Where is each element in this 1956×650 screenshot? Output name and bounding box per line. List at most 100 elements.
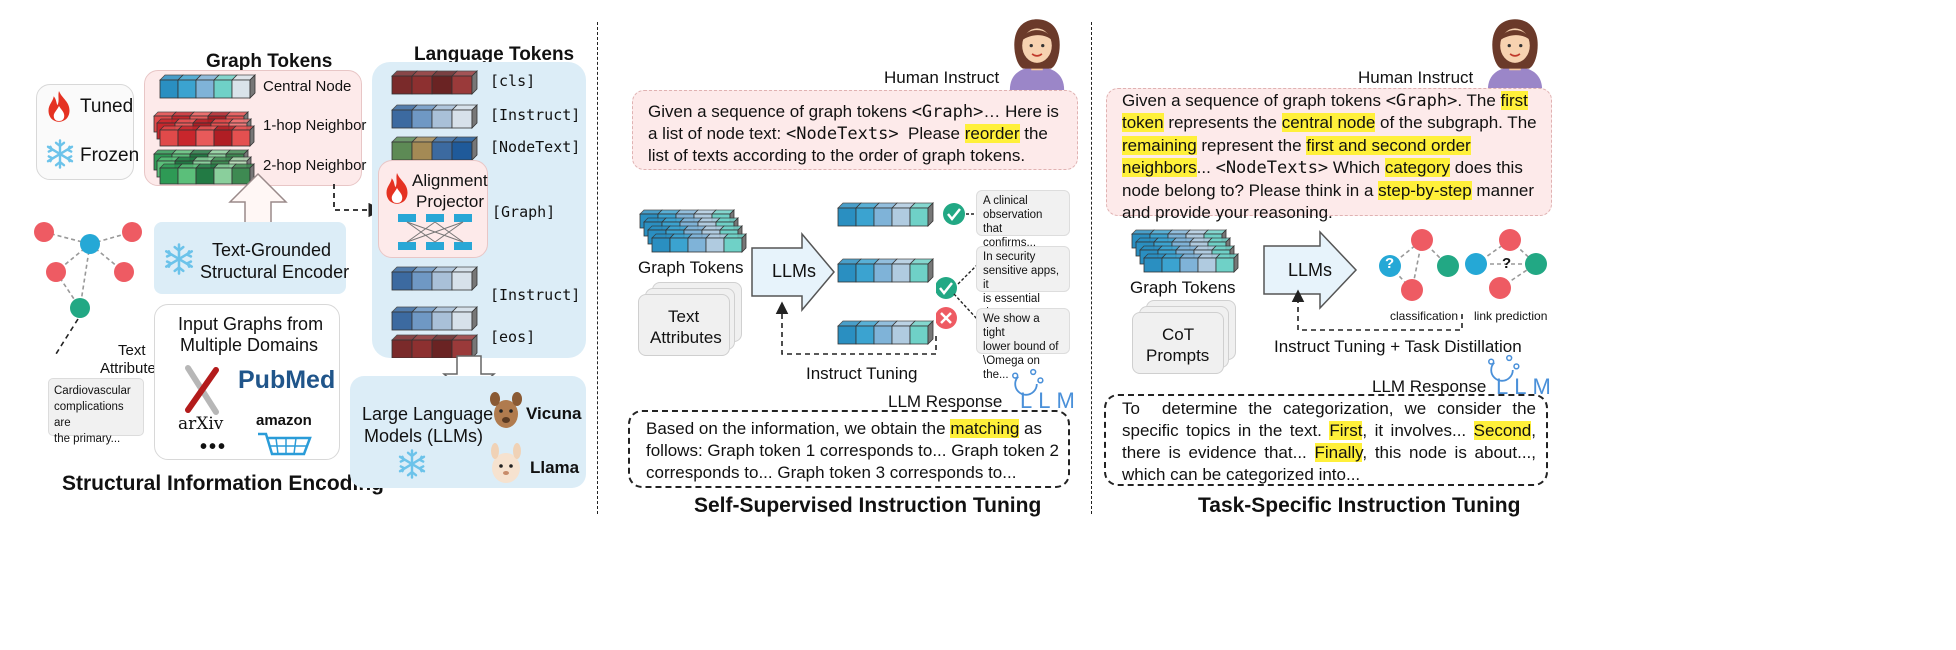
- s2-text-attr-box: [638, 294, 730, 356]
- section3-title: Task-Specific Instruction Tuning: [1198, 494, 1521, 517]
- s3-link-prediction-label: link prediction: [1474, 309, 1548, 323]
- central-node-label: Central Node: [263, 78, 352, 95]
- s3-link-question-mark: ?: [1502, 255, 1512, 272]
- language-token-row-5: [391, 334, 478, 358]
- human-avatar-icon: [1000, 14, 1074, 92]
- more-domains-ellipsis: •••: [200, 436, 228, 458]
- section2-title: Self-Supervised Instruction Tuning: [694, 494, 1042, 517]
- frozen-snowflake-icon: [44, 138, 76, 170]
- s3-tuning-label: Instruct Tuning + Task Distillation: [1274, 337, 1522, 356]
- s3-cot-prompts-box: [1132, 312, 1224, 374]
- token-instruct-2: [Instruct]: [490, 286, 581, 304]
- s2-text-attr-line2: Attributes: [650, 328, 722, 347]
- shopping-cart-icon: [258, 432, 312, 456]
- s2-graph-tokens-label: Graph Tokens: [638, 258, 744, 277]
- projector-label-line2: Projector: [416, 192, 485, 211]
- token-graph: [Graph]: [492, 203, 556, 221]
- s3-llm-response-label: LLM Response: [1372, 377, 1487, 396]
- s2-snippet-2-line1: In security: [983, 251, 1036, 263]
- llm-frozen-icon: [396, 448, 428, 480]
- llm-label-line1: Large Language: [362, 404, 494, 424]
- input-graphs-box: [154, 304, 340, 460]
- s2-text-attr-line1: Text: [668, 307, 700, 326]
- language-token-row-3: [391, 266, 478, 291]
- section-divider-1: [597, 22, 598, 514]
- s3-cot-line1: CoT: [1162, 325, 1195, 344]
- legend-frozen-label: Frozen: [80, 145, 140, 166]
- input-sample-graph: [34, 222, 142, 354]
- s2-snippet-3: We show a tight lower bound of \Omega on…: [976, 308, 1070, 381]
- s2-response-text: Based on the information, we obtain the …: [646, 419, 1059, 482]
- vicuna-logo-icon: [490, 392, 522, 428]
- s3-llms-arrow: [1263, 230, 1358, 310]
- s3-instruction-text: Given a sequence of graph tokens <Graph>…: [1122, 91, 1537, 223]
- text-attributes-label-line1: Text: [118, 342, 146, 359]
- s2-output-row-0: [837, 202, 934, 227]
- arxiv-label: arXiv: [178, 414, 224, 434]
- llm-label-line2: Models (LLMs): [364, 426, 484, 446]
- s2-grid-row-3: [651, 233, 747, 253]
- s3-classification-label: classification: [1390, 309, 1459, 323]
- encoder-label-line1: Text-Grounded: [212, 240, 332, 260]
- section-divider-2: [1091, 22, 1092, 514]
- s3-graph-tokens-label: Graph Tokens: [1130, 278, 1236, 297]
- s2-graph-token-grid: [639, 209, 747, 253]
- vicuna-label: Vicuna: [526, 404, 582, 423]
- llama-label: Llama: [530, 458, 580, 477]
- s2-snippet-2-line2: sensitive apps, it: [983, 265, 1060, 291]
- s2-snippet-1: A clinical observation that confirms...: [976, 190, 1070, 249]
- input-graphs-line1: Input Graphs from: [178, 314, 324, 334]
- hop1-neighbor-label: 1-hop Neighbor: [263, 117, 367, 134]
- section1-title: Structural Information Encoding: [62, 472, 385, 495]
- s3-classification-question-mark: ?: [1385, 255, 1395, 272]
- language-token-cubes: [391, 70, 478, 358]
- projector-network-icon: [398, 214, 472, 250]
- s2-llm-response-label: LLM Response: [888, 392, 1003, 411]
- sample-text-line2: complications are: [54, 401, 124, 429]
- s2-snippet-2: In security sensitive apps, it is essent…: [976, 246, 1070, 319]
- token-nodetext: [NodeText]: [490, 138, 581, 156]
- central-node-cubes: [159, 74, 256, 99]
- amazon-logo: amazon: [256, 412, 312, 429]
- s2-output-cubes: [837, 202, 934, 345]
- hop2-neighbor-label: 2-hop Neighbor: [263, 157, 367, 174]
- sample-text-box: Cardiovascular complications are the pri…: [48, 378, 144, 445]
- tuned-flame-icon: [44, 88, 74, 124]
- language-token-row-4: [391, 306, 478, 331]
- s3-task-graphs: [1379, 229, 1547, 301]
- projector-label-line1: Alignment: [412, 171, 488, 190]
- s2-instruct-tuning-loop: [775, 301, 937, 355]
- llm-models-box: [350, 376, 586, 488]
- s2-human-instruct-label: Human Instruct: [884, 68, 1000, 87]
- token-eos: [eos]: [490, 328, 536, 346]
- encoder-frozen-icon: [162, 242, 196, 276]
- s3-response-box: [1104, 394, 1548, 486]
- s3-grid-row-3: [1143, 253, 1239, 273]
- s2-output-row-1: [837, 258, 934, 283]
- language-token-row-1: [391, 104, 478, 129]
- s3-tuning-loop: [1291, 289, 1463, 331]
- llama-logo-icon: [491, 443, 521, 483]
- s2-llm-logo-text: LLM: [1020, 388, 1081, 413]
- s2-matching-lines: [936, 203, 979, 329]
- input-graphs-line2: Multiple Domains: [180, 335, 319, 355]
- token-instruct-1: [Instruct]: [490, 106, 581, 124]
- graph-tokens-title: Graph Tokens: [206, 51, 333, 72]
- graph-to-projector-arrow: [333, 184, 383, 218]
- s2-snippet-3-line3: \Omega on the...: [983, 355, 1040, 381]
- s2-output-row-2: [837, 320, 934, 345]
- s3-response-text: To determine the categorization, we cons…: [1122, 399, 1537, 484]
- language-tokens-title: Language Tokens: [414, 44, 575, 65]
- encoder-label-line2: Structural Encoder: [200, 262, 350, 282]
- sample-text-line1: Cardiovascular: [54, 385, 131, 397]
- human-avatar-icon: [1478, 14, 1552, 92]
- s2-snippet-1-line1: A clinical: [983, 195, 1028, 207]
- s3-graph-token-grid: [1131, 229, 1239, 273]
- s2-instruction-text: Given a sequence of graph tokens <Graph>…: [648, 102, 1059, 165]
- structural-encoder-box: [154, 222, 346, 294]
- s2-snippet-3-line1: We show a tight: [983, 313, 1040, 339]
- pubmed-logo: PubMed: [238, 366, 336, 394]
- s2-snippet-1-line2: observation that: [983, 209, 1043, 235]
- language-token-row-2: [391, 136, 478, 161]
- alignment-projector-box: [378, 160, 488, 258]
